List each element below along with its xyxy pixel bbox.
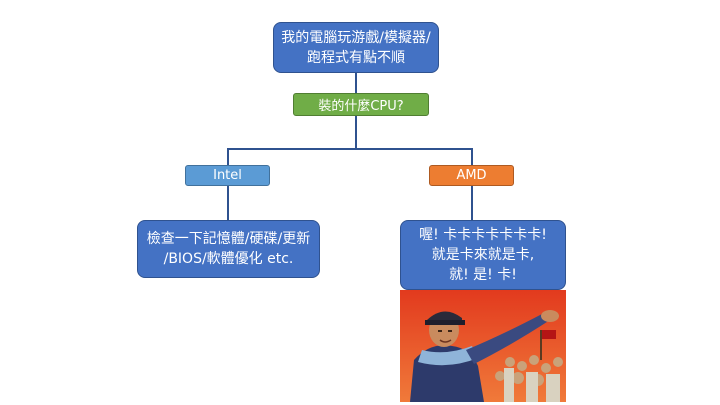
connector-to-amd <box>471 148 473 165</box>
amd-branch-node: AMD <box>429 165 514 186</box>
intel-advice-line-1: 檢查一下記憶體/硬碟/更新 <box>146 231 311 247</box>
poster-illustration <box>400 290 566 402</box>
amd-joke-node: 喔! 卡卡卡卡卡卡卡! 就是卡來就是卡, 就! 是! 卡! <box>400 220 566 290</box>
connector-intel-advice <box>227 186 229 220</box>
connector-root-question <box>355 73 357 93</box>
propaganda-poster-image <box>400 290 566 402</box>
intel-advice-node: 檢查一下記憶體/硬碟/更新 /BIOS/軟體優化 etc. <box>137 220 320 278</box>
amd-joke-line-1: 喔! 卡卡卡卡卡卡卡! <box>419 227 547 243</box>
cpu-question-label: 裝的什麼CPU? <box>318 99 404 114</box>
connector-amd-joke <box>471 186 473 220</box>
root-line-2: 跑程式有點不順 <box>307 49 405 66</box>
intel-advice-line-2: /BIOS/軟體優化 etc. <box>163 251 294 267</box>
amd-label: AMD <box>456 168 487 183</box>
root-line-1: 我的電腦玩游戲/模擬器/ <box>281 29 431 46</box>
cpu-question-node: 裝的什麼CPU? <box>293 93 429 116</box>
intel-label: Intel <box>213 168 242 183</box>
connector-horizontal <box>227 148 472 150</box>
connector-question-split <box>355 116 357 149</box>
root-problem-node: 我的電腦玩游戲/模擬器/ 跑程式有點不順 <box>273 22 439 73</box>
amd-joke-line-2: 就是卡來就是卡, <box>431 247 535 263</box>
intel-branch-node: Intel <box>185 165 270 186</box>
amd-joke-line-3: 就! 是! 卡! <box>449 267 517 283</box>
connector-to-intel <box>227 148 229 165</box>
